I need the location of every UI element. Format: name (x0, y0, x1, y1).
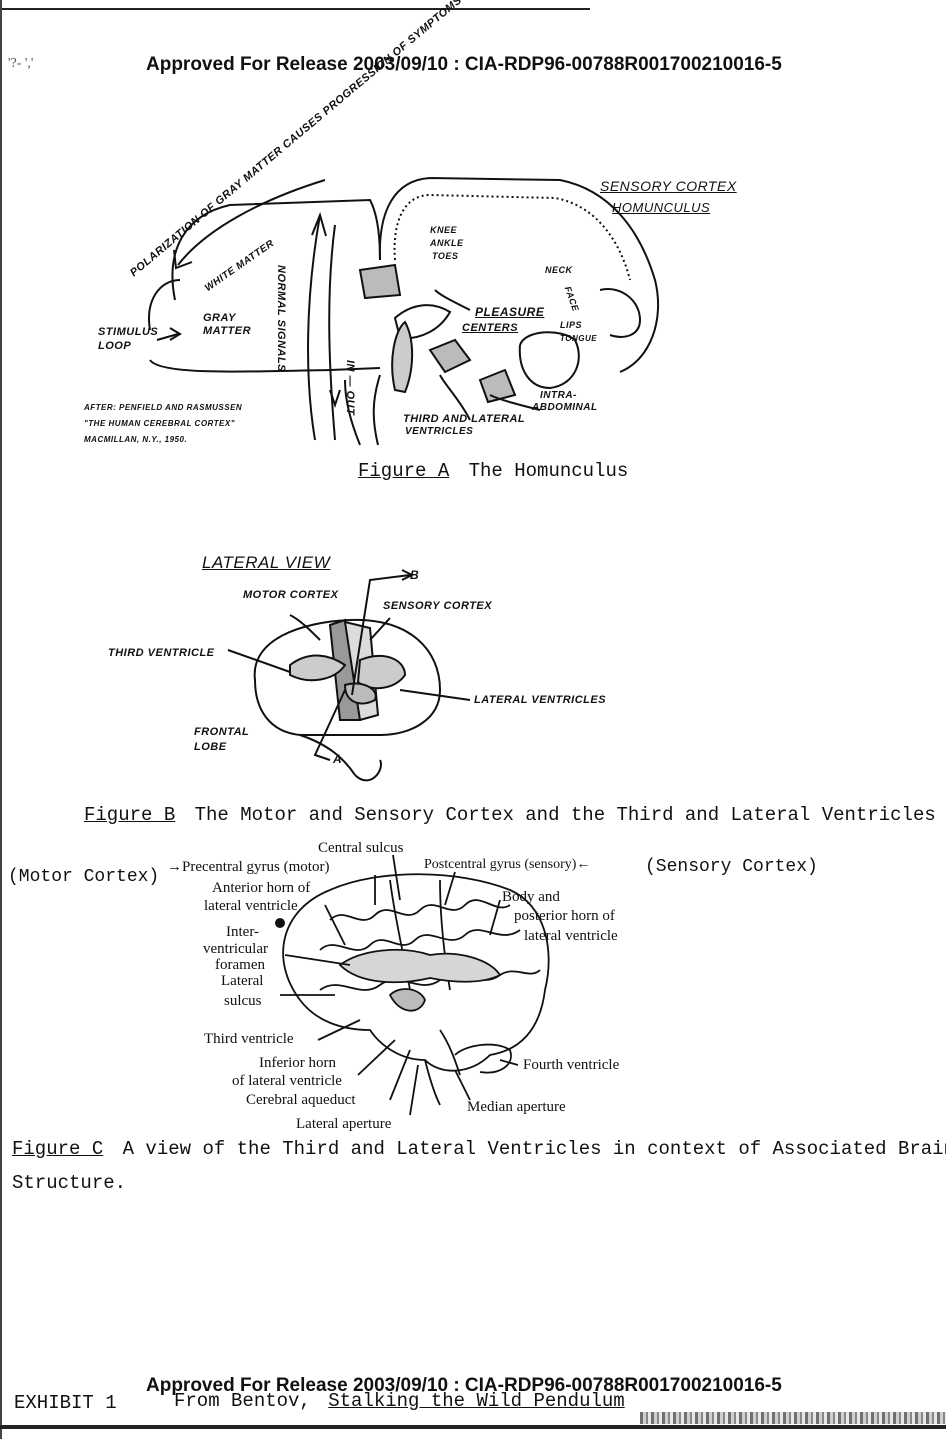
interventricular-label-2: ventricular (203, 941, 268, 957)
figure-b-caption: Figure B The Motor and Sensory Cortex an… (84, 804, 936, 826)
fig-b-arrow-a-label: A (333, 752, 343, 766)
bottom-scan-noise (640, 1412, 946, 1424)
figure-a-caption: Figure A The Homunculus (358, 460, 628, 482)
fig-b-sensory-cortex-label: SENSORY CORTEX (383, 600, 493, 612)
anterior-horn-label-1: Anterior horn of (212, 880, 311, 896)
postcentral-gyrus-text: Postcentral gyrus (sensory) (424, 857, 577, 872)
figure-b-caption-label: Figure B (84, 804, 176, 826)
citation-line-2: "THE HUMAN CEREBRAL CORTEX" (84, 419, 236, 428)
citation-line-1: AFTER: PENFIELD AND RASMUSSEN (84, 403, 243, 412)
cerebral-aqueduct-label: Cerebral aqueduct (246, 1092, 356, 1108)
figure-c-caption: Figure C A view of the Third and Lateral… (12, 1138, 946, 1160)
lateral-aperture-label: Lateral aperture (296, 1116, 392, 1132)
fourth-ventricle-label: Fourth ventricle (523, 1057, 620, 1073)
body-posterior-label-1: Body and (502, 889, 560, 905)
body-posterior-label-3: lateral ventricle (524, 928, 618, 944)
interventricular-label-3: foramen (215, 957, 265, 973)
arrow-right-icon: → (167, 859, 182, 875)
anterior-horn-label-2: lateral ventricle (204, 898, 298, 914)
central-sulcus-label: Central sulcus (318, 840, 404, 856)
precentral-gyrus-text: Precentral gyrus (motor) (182, 859, 330, 875)
figure-a-caption-text: The Homunculus (468, 460, 629, 482)
figure-c-caption-line-2: Structure. (12, 1172, 127, 1194)
toes-label: TOES (432, 251, 459, 261)
fig-b-lateral-ventricles-label: LATERAL VENTRICLES (474, 694, 607, 706)
lateral-sulcus-label-2: sulcus (224, 993, 262, 1009)
footer-release-stamp: Approved For Release 2003/09/10 : CIA-RD… (146, 1375, 782, 1396)
ventricles-label: VENTRICLES (405, 426, 474, 437)
source-title: Stalking the Wild Pendulum (328, 1390, 625, 1412)
knee-label: KNEE (430, 225, 458, 235)
gray-matter-label-1: GRAY MATTER (203, 312, 252, 337)
tongue-label: TONGUE (560, 334, 598, 343)
homunculus-label: HOMUNCULUS (612, 200, 711, 215)
sensory-cortex-label: SENSORY CORTEX (600, 178, 737, 194)
bottom-border (0, 1425, 946, 1429)
abdominal-label: ABDOMINAL (532, 402, 598, 413)
ankle-label: ANKLE (430, 238, 464, 248)
source-line: From Bentov, Stalking the Wild Pendulum (174, 1390, 625, 1412)
fig-b-frontal-label: FRONTAL (194, 726, 250, 738)
figure-a-caption-label: Figure A (358, 460, 450, 482)
median-aperture-label: Median aperture (467, 1099, 566, 1115)
inferior-horn-label-1: Inferior horn (259, 1055, 337, 1071)
interventricular-label-1: Inter- (226, 924, 260, 940)
lateral-view-title: LATERAL VIEW (202, 553, 331, 572)
figure-c-caption-text: A view of the Third and Lateral Ventricl… (122, 1138, 946, 1160)
lateral-sulcus-label-1: Lateral (221, 973, 264, 989)
fig-b-arrow-b-label: B (410, 568, 420, 582)
top-border (0, 8, 590, 10)
exhibit-label: EXHIBIT 1 (14, 1392, 117, 1414)
figure-a-drawing (148, 176, 660, 446)
postcentral-gyrus-label: Postcentral gyrus (sensory)← (424, 857, 590, 873)
neck-label: NECK (545, 265, 573, 275)
header-release-stamp: Approved For Release 2003/09/10 : CIA-RD… (146, 54, 782, 75)
precentral-gyrus-label: →Precentral gyrus (motor) (167, 859, 329, 876)
fig-b-motor-cortex-label: MOTOR CORTEX (243, 589, 339, 601)
left-border (0, 0, 2, 1439)
figure-c-drawing (275, 854, 550, 1116)
arrow-left-icon: ← (576, 857, 591, 872)
motor-cortex-annotation: (Motor Cortex) (8, 867, 160, 887)
citation-line-3: MACMILLAN, N.Y., 1950. (84, 435, 188, 444)
stimulus-loop-label: STIMULUS LOOP (98, 326, 159, 352)
corner-marks: '?- ',' (8, 56, 34, 71)
pleasure-label: PLEASURE (475, 305, 545, 319)
inferior-horn-label-2: of lateral ventricle (232, 1073, 342, 1089)
figure-c-caption-label: Figure C (12, 1138, 104, 1160)
source-prefix: From Bentov, (174, 1390, 311, 1412)
sensory-cortex-annotation: (Sensory Cortex) (645, 857, 818, 877)
figure-b-caption-text: The Motor and Sensory Cortex and the Thi… (194, 804, 936, 826)
figure-b-drawing (227, 569, 471, 782)
body-posterior-label-2: posterior horn of (514, 908, 615, 924)
fig-c-third-ventricle-label: Third ventricle (204, 1031, 294, 1047)
lips-label: LIPS (560, 320, 583, 330)
fig-b-lobe-label: LOBE (194, 741, 227, 753)
third-lateral-label: THIRD AND LATERAL (403, 413, 526, 425)
fig-b-third-ventricle-label: THIRD VENTRICLE (108, 647, 215, 659)
intra-label: INTRA- (540, 390, 577, 401)
centers-label: CENTERS (462, 322, 519, 334)
